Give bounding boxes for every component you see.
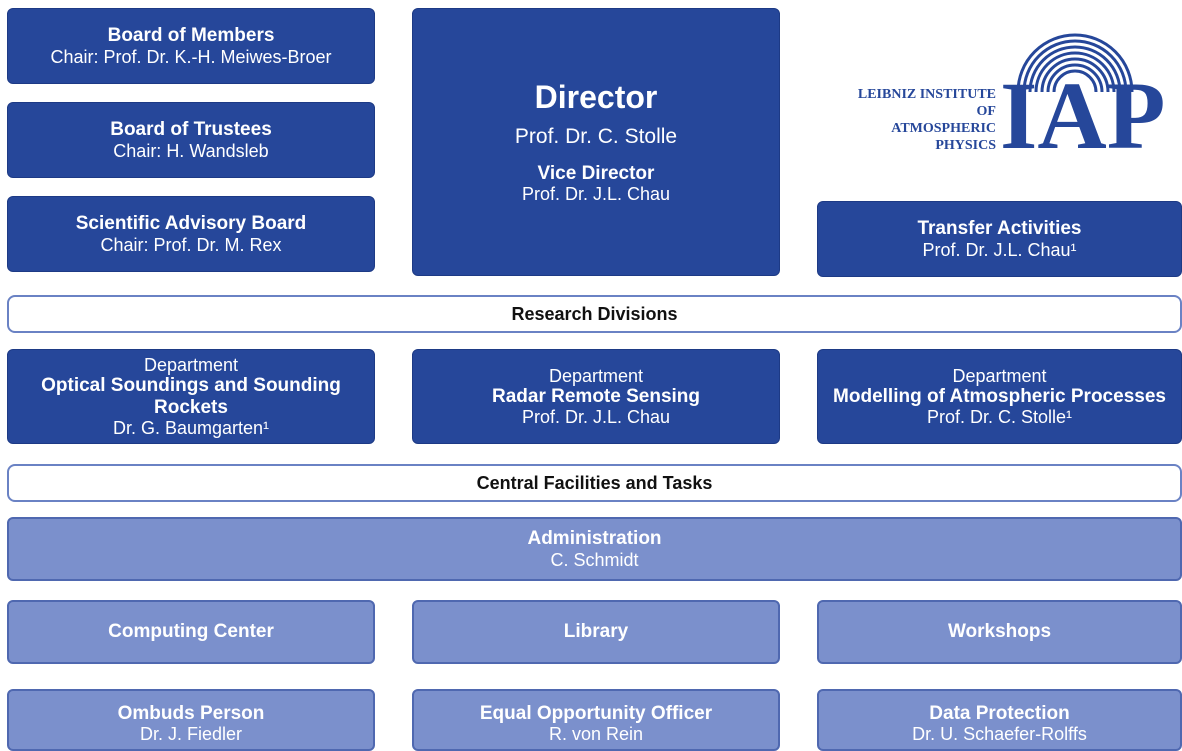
library-box: Library <box>412 600 780 664</box>
logo-line-4: PHYSICS <box>935 138 996 153</box>
board-of-trustees-title: Board of Trustees <box>110 119 272 141</box>
equal-opportunity-name: R. von Rein <box>548 724 644 745</box>
data-protection-name: Dr. U. Schaefer-Rolffs <box>912 724 1087 745</box>
transfer-activities: Transfer Activities Prof. Dr. J.L. Chau¹ <box>817 201 1182 277</box>
department-optical-title: Optical Soundings and Sounding Rockets <box>41 375 341 418</box>
equal-opportunity-box: Equal Opportunity Officer R. von Rein <box>412 689 780 751</box>
equal-opportunity-title: Equal Opportunity Officer <box>479 703 713 724</box>
director-title: Director <box>534 78 658 115</box>
department-modelling-head: Prof. Dr. C. Stolle¹ <box>926 407 1073 428</box>
scientific-advisory-board: Scientific Advisory Board Chair: Prof. D… <box>7 196 375 272</box>
logo-line-3: ATMOSPHERIC <box>891 121 996 136</box>
data-protection-box: Data Protection Dr. U. Schaefer-Rolffs <box>817 689 1182 751</box>
scientific-advisory-board-chair: Chair: Prof. Dr. M. Rex <box>100 234 282 255</box>
director-box: Director Prof. Dr. C. Stolle Vice Direct… <box>412 8 780 276</box>
department-optical-head: Dr. G. Baumgarten¹ <box>112 417 270 438</box>
computing-center-box: Computing Center <box>7 600 375 664</box>
scientific-advisory-board-title: Scientific Advisory Board <box>75 213 307 235</box>
board-of-trustees: Board of Trustees Chair: H. Wandsleb <box>7 102 375 178</box>
director-name: Prof. Dr. C. Stolle <box>514 125 678 149</box>
department-radar-kind: Department <box>548 365 644 386</box>
library-title: Library <box>563 621 629 643</box>
board-of-members: Board of Members Chair: Prof. Dr. K.-H. … <box>7 8 375 84</box>
administration-name: C. Schmidt <box>550 549 639 570</box>
logo-text: LEIBNIZ INSTITUTE OF ATMOSPHERIC PHYSICS <box>820 86 996 154</box>
vice-director-name: Prof. Dr. J.L. Chau <box>521 184 671 205</box>
administration-box: Administration C. Schmidt <box>7 517 1182 581</box>
department-radar: Department Radar Remote Sensing Prof. Dr… <box>412 349 780 444</box>
logo-acronym: IAP <box>1000 62 1166 169</box>
central-facilities-bar: Central Facilities and Tasks <box>7 464 1182 502</box>
ombuds-person-name: Dr. J. Fiedler <box>139 724 243 745</box>
research-divisions-bar: Research Divisions <box>7 295 1182 333</box>
department-optical-kind: Department <box>143 355 239 376</box>
department-modelling: Department Modelling of Atmospheric Proc… <box>817 349 1182 444</box>
ombuds-person-title: Ombuds Person <box>117 703 265 724</box>
arcs-icon <box>1016 33 1134 92</box>
department-radar-head: Prof. Dr. J.L. Chau <box>521 407 671 428</box>
vice-director-title: Vice Director <box>537 162 655 184</box>
administration-title: Administration <box>527 528 662 550</box>
board-of-members-chair: Chair: Prof. Dr. K.-H. Meiwes-Broer <box>50 46 332 67</box>
computing-center-title: Computing Center <box>108 621 274 643</box>
department-modelling-kind: Department <box>952 365 1047 386</box>
logo-line-2: OF <box>976 104 996 119</box>
board-of-members-title: Board of Members <box>107 25 275 47</box>
workshops-box: Workshops <box>817 600 1182 664</box>
transfer-activities-name: Prof. Dr. J.L. Chau¹ <box>922 239 1077 260</box>
workshops-title: Workshops <box>947 621 1052 643</box>
department-optical: Department Optical Soundings and Soundin… <box>7 349 375 444</box>
logo-line-1: LEIBNIZ INSTITUTE <box>857 87 996 102</box>
transfer-activities-title: Transfer Activities <box>917 218 1082 240</box>
department-modelling-title: Modelling of Atmospheric Processes <box>833 385 1166 407</box>
data-protection-title: Data Protection <box>929 703 1070 724</box>
board-of-trustees-chair: Chair: H. Wandsleb <box>113 140 269 161</box>
ombuds-person-box: Ombuds Person Dr. J. Fiedler <box>7 689 375 751</box>
department-radar-title: Radar Remote Sensing <box>492 385 700 407</box>
